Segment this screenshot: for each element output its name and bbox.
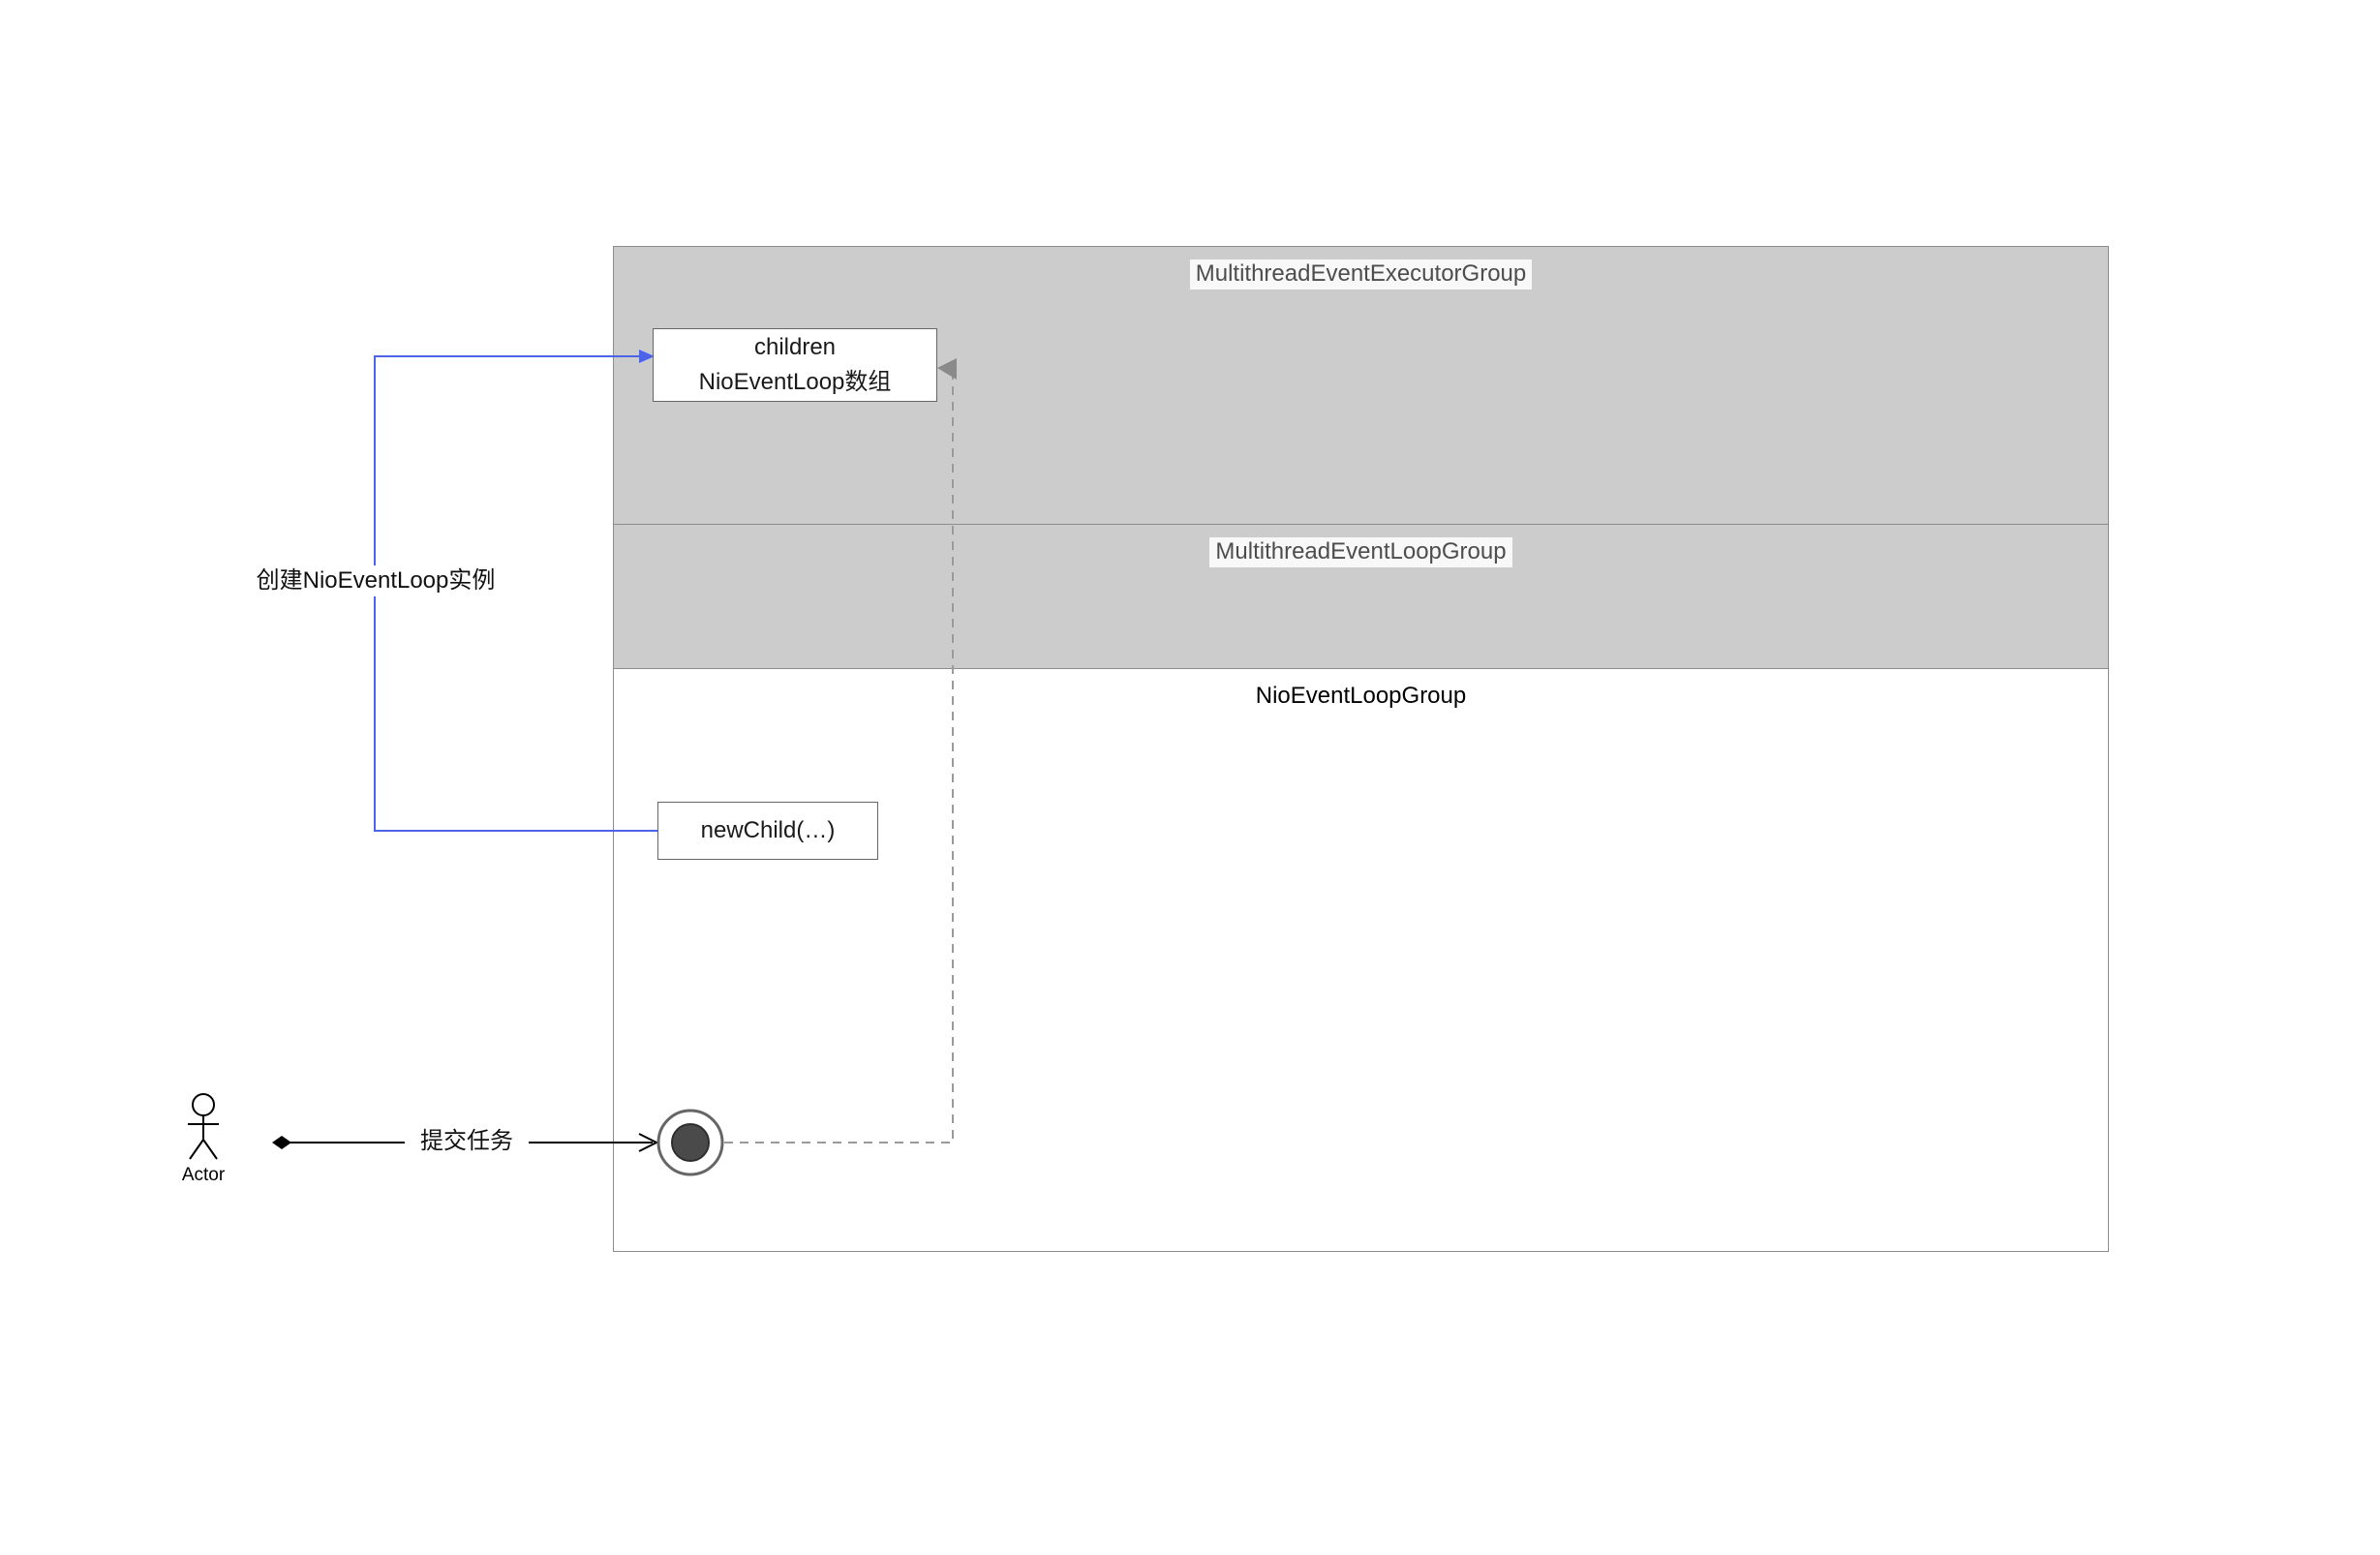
submit-edge-label: 提交任务 [405, 1126, 529, 1157]
section-multithread-event-loop-group: MultithreadEventLoopGroup [614, 525, 2108, 669]
children-node: children NioEventLoop数组 [653, 328, 937, 402]
actor-icon [188, 1093, 219, 1160]
submit-edge-diamond [272, 1136, 291, 1149]
actor-label: Actor [181, 1165, 226, 1185]
nio-group-title: NioEventLoopGroup [1255, 683, 1467, 709]
newchild-node: newChild(…) [657, 802, 878, 860]
newchild-node-label: newChild(…) [700, 817, 836, 843]
children-node-line1: children [753, 334, 837, 360]
executor-group-title: MultithreadEventExecutorGroup [1189, 259, 1533, 290]
section-nio-event-loop-group: NioEventLoopGroup [614, 669, 2108, 1251]
children-node-line2: NioEventLoop数组 [698, 369, 892, 395]
loop-group-title: MultithreadEventLoopGroup [1209, 537, 1512, 567]
create-edge-label: 创建NioEventLoop实例 [227, 565, 525, 596]
